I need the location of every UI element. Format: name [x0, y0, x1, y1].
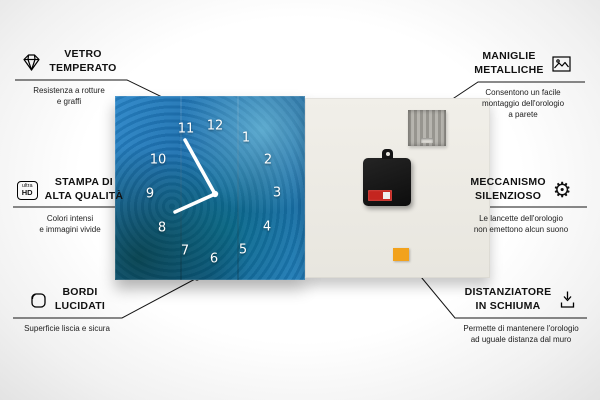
clock-number: 8	[157, 220, 167, 236]
feature-subtitle: Resistenza a rotture e graffi	[33, 86, 105, 107]
feature-title: BORDI LUCIDATI	[54, 286, 106, 312]
clock-mechanism	[363, 149, 411, 206]
glass-fold-line	[179, 96, 182, 280]
clock-number: 3	[272, 185, 282, 201]
clock-number: 7	[180, 243, 190, 259]
feature-title: VETRO TEMPERATO	[49, 48, 117, 74]
ultra-hd-icon: ultra HD	[16, 180, 38, 200]
diamond-icon	[21, 53, 42, 72]
clock-number: 2	[263, 152, 273, 168]
feature-stampa-alta-qualita: ultra HD STAMPA DI ALTA QUALITÀ Colori i…	[4, 174, 136, 235]
foam-spacer	[393, 248, 409, 261]
battery	[368, 190, 392, 201]
clock-number: 11	[177, 121, 195, 137]
feature-subtitle: Consentono un facile montaggio dell'orol…	[481, 88, 565, 120]
feature-subtitle: Le lancette dell'orologio non emettono a…	[473, 214, 569, 235]
clock-front-panel: 12 1 2 3 4 5 6 7 8 9 10 11	[115, 96, 305, 280]
feature-bordi-lucidati: BORDI LUCIDATI Superficie liscia e sicur…	[4, 284, 130, 334]
picture-frame-icon	[551, 55, 572, 73]
feature-subtitle: Permette di mantenere l'orologio ad ugua…	[463, 324, 579, 345]
clock-number: 5	[238, 242, 248, 258]
clock-hands	[173, 138, 219, 214]
glass-fold-line	[236, 96, 239, 280]
feature-meccanismo-silenzioso: MECCANISMO SILENZIOSO ⚙ Le lancette dell…	[448, 174, 594, 235]
feature-title: MECCANISMO SILENZIOSO	[470, 176, 546, 202]
clock-number: 12	[206, 118, 224, 134]
clock-number: 6	[209, 251, 219, 267]
clock-number: 10	[149, 152, 167, 168]
polished-edge-icon	[29, 291, 48, 310]
hanger-hook-icon	[382, 149, 393, 159]
metal-hanger-plate	[408, 110, 446, 146]
feature-title: MANIGLIE METALLICHE	[474, 50, 544, 76]
feature-title: DISTANZIATORE IN SCHIUMA	[464, 286, 552, 312]
clock-back-panel	[305, 98, 490, 278]
gear-icon: ⚙	[552, 177, 572, 202]
clock-number: 9	[145, 186, 155, 202]
feature-maniglie-metalliche: MANIGLIE METALLICHE Consentono un facile…	[452, 48, 594, 121]
clock-number: 1	[241, 130, 251, 146]
feature-title: STAMPA DI ALTA QUALITÀ	[44, 176, 124, 202]
clock-number: 4	[262, 219, 272, 235]
feature-vetro-temperato: VETRO TEMPERATO Resistenza a rotture e g…	[4, 46, 134, 107]
feature-distanziatore-in-schiuma: DISTANZIATORE IN SCHIUMA Permette di man…	[446, 284, 596, 345]
feature-subtitle: Superficie liscia e sicura	[24, 324, 110, 333]
feature-subtitle: Colori intensi e immagini vivide	[39, 214, 101, 235]
foam-spacer-icon	[558, 290, 577, 310]
